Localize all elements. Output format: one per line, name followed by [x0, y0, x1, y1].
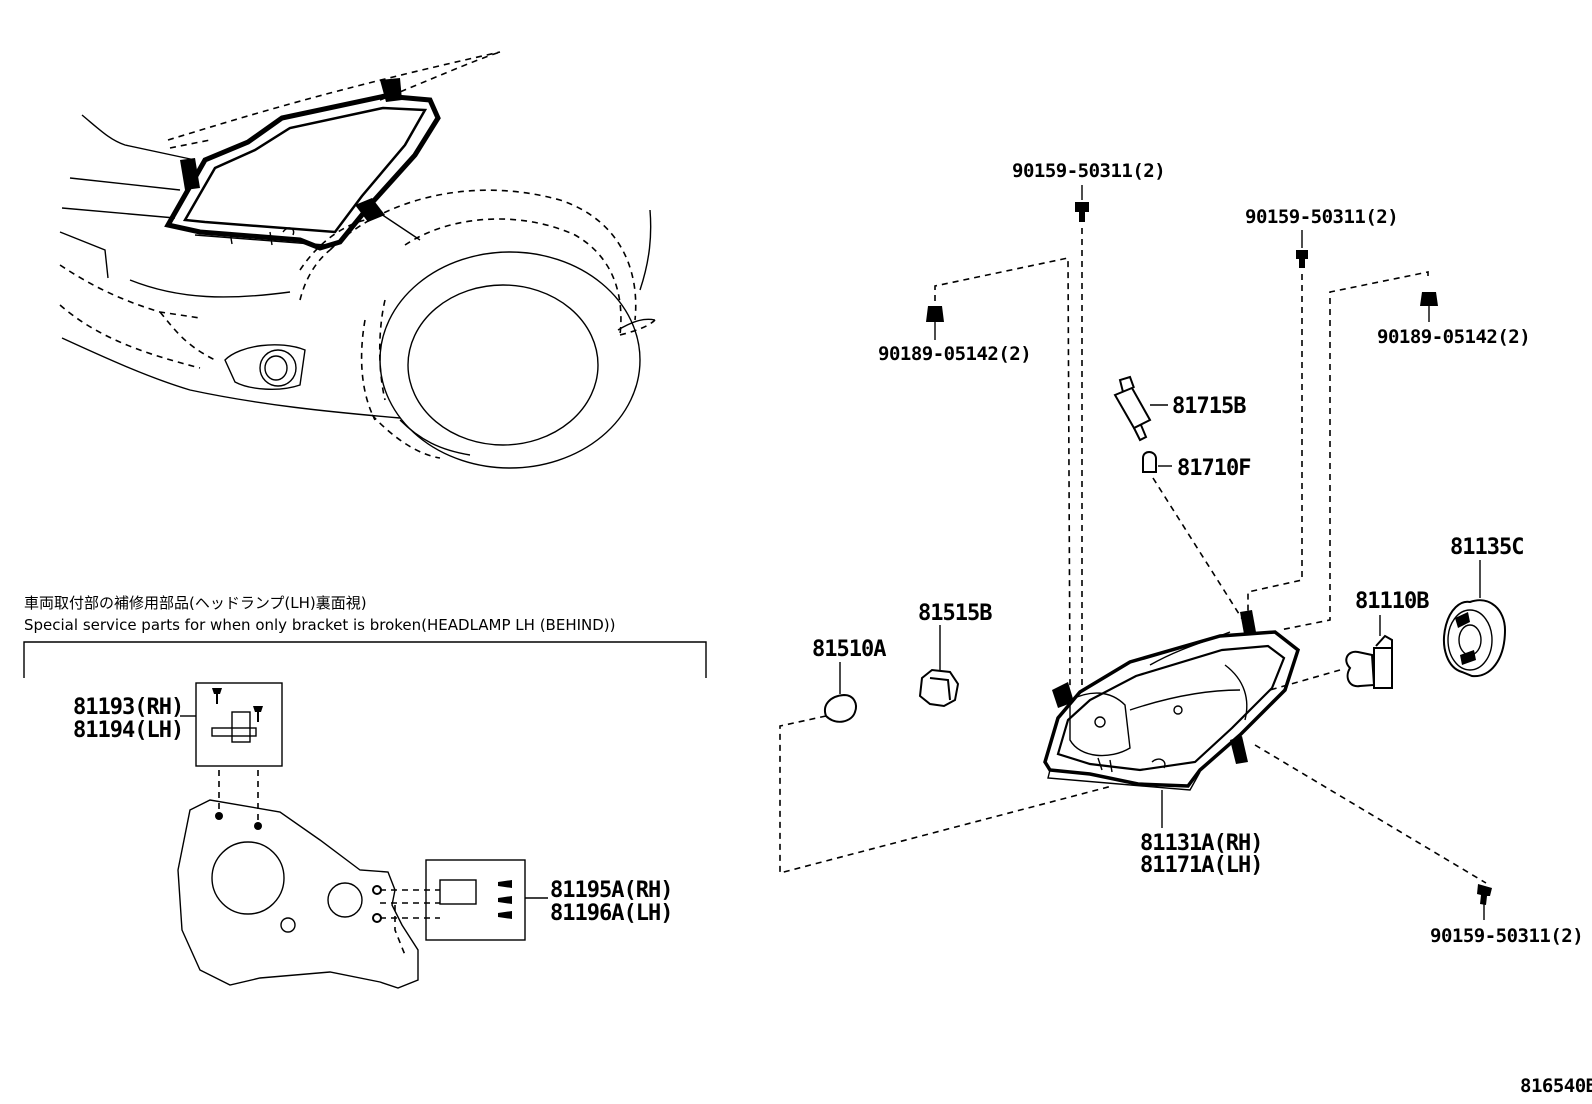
label-81193: 81193(RH): [73, 695, 183, 720]
label-81715B: 81715B: [1172, 394, 1246, 419]
bracket-kit-box-upper: [195, 682, 283, 767]
diagram-id: 816540B: [1520, 1075, 1592, 1097]
wedge-bulb-81710F: [1142, 451, 1172, 473]
bolt-icon: [1296, 250, 1308, 268]
label-81515B: 81515B: [918, 601, 992, 626]
bolt-icon: [1477, 884, 1492, 905]
clip-nut-icon: [926, 306, 944, 322]
clip-nut-icon: [1420, 292, 1438, 306]
label-90159-bottom: 90159-50311(2): [1430, 925, 1583, 947]
label-81131A: 81131A(RH): [1140, 831, 1262, 856]
bracket-kit-box-lower: [425, 859, 526, 941]
label-81194: 81194(LH): [73, 718, 183, 743]
label-81135C: 81135C: [1450, 535, 1523, 560]
label-90159-top: 90159-50311(2): [1012, 160, 1165, 182]
label-90159-right: 90159-50311(2): [1245, 206, 1398, 228]
label-90189-right: 90189-05142(2): [1377, 326, 1530, 348]
note-japanese: 車両取付部の補修用部品(ヘッドランプ(LH)裏面視): [24, 594, 367, 612]
label-81510A: 81510A: [812, 637, 886, 662]
special-service-parts-section: 車両取付部の補修用部品(ヘッドランプ(LH)裏面視) Special servi…: [23, 594, 707, 989]
label-81195A: 81195A(RH): [550, 878, 672, 903]
bulb-socket-81715B: [1113, 375, 1168, 442]
headlight-bulb-81110B: [1345, 615, 1393, 689]
headlamp-exploded-view: 90159-50311(2) 90189-05142(2) 90159-5031…: [779, 160, 1584, 947]
headlamp-assembly-81131A: [1043, 610, 1487, 884]
label-81171A: 81171A(LH): [1140, 853, 1262, 878]
label-81110B: 81110B: [1355, 589, 1429, 614]
side-bulb-81510A: [824, 662, 857, 723]
label-81196A: 81196A(LH): [550, 901, 672, 926]
bulb-socket-81515B: [918, 625, 960, 708]
vehicle-front-illustration: [59, 51, 656, 469]
label-90189-left: 90189-05142(2): [878, 343, 1031, 365]
note-english: Special service parts for when only brac…: [24, 616, 616, 634]
socket-cover-81135C: [1443, 560, 1507, 678]
headlamp-outline-on-vehicle: [164, 78, 441, 251]
bolt-icon: [1075, 202, 1089, 222]
label-81710F: 81710F: [1177, 456, 1250, 481]
